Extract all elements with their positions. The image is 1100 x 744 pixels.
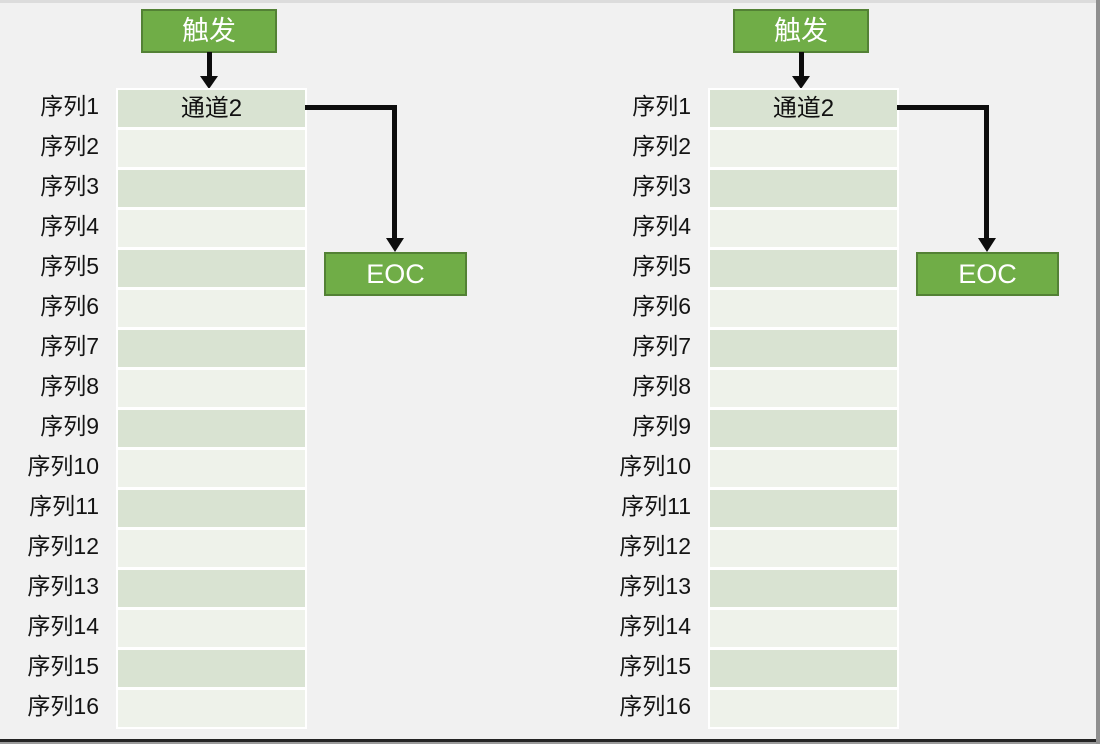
row-bar: [118, 170, 305, 207]
row-label: 序列13: [619, 573, 691, 599]
elbow-arrow-head-icon: [978, 238, 996, 252]
trigger-arrow-head-icon: [792, 76, 810, 89]
row-label: 序列2: [40, 133, 99, 159]
row-label: 序列12: [27, 533, 99, 559]
row-bar: [710, 450, 897, 487]
row-label: 序列6: [632, 293, 691, 319]
trigger-box: 触发: [733, 9, 869, 53]
row-label: 序列1: [632, 93, 691, 119]
row-label: 序列15: [27, 653, 99, 679]
row-bar: [118, 530, 305, 567]
row-bar: [710, 530, 897, 567]
trigger-label: 触发: [774, 15, 828, 46]
row-bar: [118, 690, 305, 727]
row-bar: [710, 610, 897, 647]
row-bar: [710, 690, 897, 727]
row-label: 序列5: [40, 253, 99, 279]
trigger-label: 触发: [182, 15, 236, 46]
row-bar: [118, 130, 305, 167]
row-label: 序列10: [619, 453, 691, 479]
eoc-box: EOC: [324, 252, 467, 296]
row-labels-column: 序列1 序列2 序列3 序列4 序列5 序列6 序列7 序列8 序列9 序列10 序列11 序列12 序…: [0, 88, 99, 728]
row-bar: [118, 210, 305, 247]
row-bar: [710, 330, 897, 367]
row-label: 序列8: [40, 373, 99, 399]
row-label: 序列14: [619, 613, 691, 639]
row-label: 序列11: [621, 493, 691, 519]
elbow-arrow-head-icon: [386, 238, 404, 252]
channel-label: 通道2: [180, 95, 243, 122]
row-label: 序列11: [29, 493, 99, 519]
row-bar: [118, 450, 305, 487]
row-label: 序列1: [40, 93, 99, 119]
row-bar: [710, 130, 897, 167]
row-label: 序列7: [632, 333, 691, 359]
row-bar: [118, 490, 305, 527]
row-label: 序列12: [619, 533, 691, 559]
row-bar: [118, 290, 305, 327]
row-bar-channel: 通道2: [118, 90, 305, 127]
window-border-bottom: [0, 739, 1100, 742]
row-bar: [118, 570, 305, 607]
row-label: 序列9: [632, 413, 691, 439]
eoc-label: EOC: [958, 258, 1017, 289]
row-label: 序列8: [632, 373, 691, 399]
eoc-box: EOC: [916, 252, 1059, 296]
elbow-arrow-horizontal: [897, 105, 989, 110]
row-label: 序列10: [27, 453, 99, 479]
row-label: 序列16: [619, 693, 691, 719]
row-label: 序列6: [40, 293, 99, 319]
row-labels-column: 序列1 序列2 序列3 序列4 序列5 序列6 序列7 序列8 序列9 序列10 序列11 序列12 序…: [592, 88, 691, 728]
trigger-box: 触发: [141, 9, 277, 53]
window-border-bottom-shadow: [0, 742, 1100, 744]
row-bar: [118, 410, 305, 447]
row-label: 序列7: [40, 333, 99, 359]
channel-label: 通道2: [772, 95, 835, 122]
row-bar: [710, 650, 897, 687]
row-bar: [118, 330, 305, 367]
sequence-table: 通道2: [708, 88, 899, 729]
row-label: 序列15: [619, 653, 691, 679]
row-bar: [118, 650, 305, 687]
row-bar: [118, 610, 305, 647]
elbow-arrow-vertical: [984, 105, 989, 239]
row-label: 序列2: [632, 133, 691, 159]
row-bar: [118, 370, 305, 407]
row-label: 序列13: [27, 573, 99, 599]
row-bar: [710, 250, 897, 287]
row-label: 序列5: [632, 253, 691, 279]
row-bar: [710, 490, 897, 527]
elbow-arrow-horizontal: [305, 105, 397, 110]
row-bar-channel: 通道2: [710, 90, 897, 127]
eoc-label: EOC: [366, 258, 425, 289]
row-label: 序列3: [40, 173, 99, 199]
elbow-arrow-vertical: [392, 105, 397, 239]
row-bar: [710, 410, 897, 447]
row-bar: [710, 290, 897, 327]
row-label: 序列3: [632, 173, 691, 199]
row-label: 序列4: [40, 213, 99, 239]
row-label: 序列9: [40, 413, 99, 439]
row-bar: [710, 210, 897, 247]
window-border-top: [0, 0, 1100, 3]
row-bar: [710, 170, 897, 207]
row-label: 序列4: [632, 213, 691, 239]
sequence-table: 通道2: [116, 88, 307, 729]
row-label: 序列14: [27, 613, 99, 639]
row-bar: [710, 370, 897, 407]
row-label: 序列16: [27, 693, 99, 719]
trigger-arrow-shaft: [207, 52, 212, 77]
trigger-arrow-shaft: [799, 52, 804, 77]
trigger-arrow-head-icon: [200, 76, 218, 89]
window-border-right: [1096, 0, 1100, 744]
row-bar: [710, 570, 897, 607]
row-bar: [118, 250, 305, 287]
